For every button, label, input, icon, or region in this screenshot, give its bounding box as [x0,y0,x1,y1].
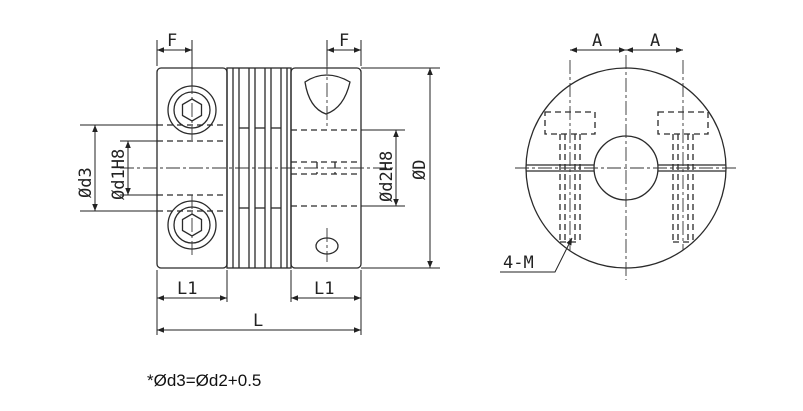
label-f-right: F [339,31,349,51]
side-view [515,55,737,280]
label-D: ØD [410,160,430,180]
label-a-left: A [592,31,602,51]
label-l1-left: L1 [177,279,197,299]
label-l1-right: L1 [314,279,334,299]
side-dimensions [500,47,683,273]
screw-hole-top [304,74,351,115]
label-f-left: F [167,31,177,51]
d3-formula-note: *Ød3=Ød2+0.5 [147,371,262,390]
label-a-right: A [650,31,660,51]
side-centerlines [515,55,737,280]
label-l: L [253,311,263,331]
label-4m: 4-M [503,253,534,273]
label-d1: Ød1H8 [109,149,129,200]
front-view [120,60,395,269]
label-d2: Ød2H8 [377,151,397,202]
front-centerlines [120,60,395,262]
front-dimensions [80,40,440,335]
label-d3: Ød3 [76,167,96,198]
